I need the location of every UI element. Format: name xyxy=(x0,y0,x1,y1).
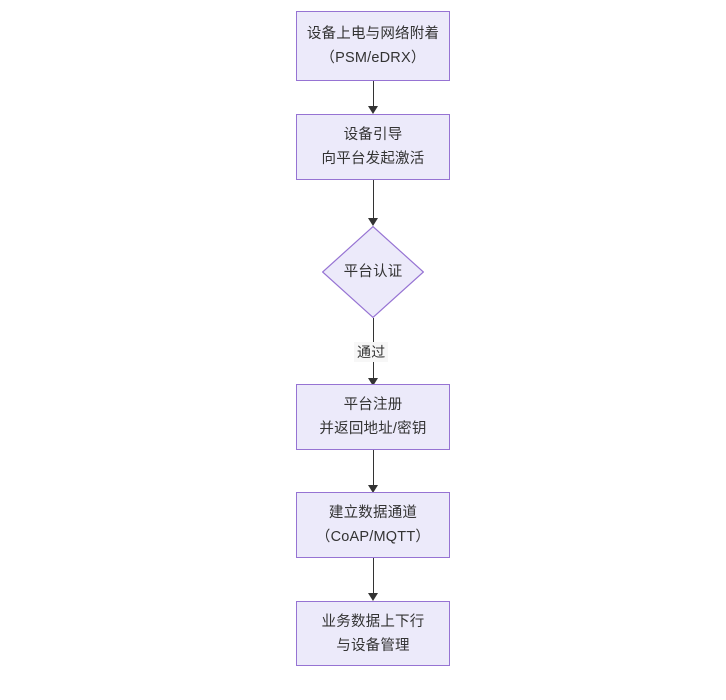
diamond-shape xyxy=(322,226,424,318)
edge-label-pass: 通过 xyxy=(354,342,389,362)
node-data-channel[interactable]: 建立数据通道 （CoAP/MQTT） xyxy=(296,492,450,558)
node-service-data[interactable]: 业务数据上下行 与设备管理 xyxy=(296,601,450,666)
node-service-data-line1: 业务数据上下行 xyxy=(321,613,425,630)
node-platform-register-line2: 并返回地址/密钥 xyxy=(319,421,427,437)
node-platform-auth[interactable]: 平台认证 xyxy=(322,226,424,318)
node-data-channel-line1: 建立数据通道 xyxy=(328,505,418,521)
node-platform-register[interactable]: 平台注册 并返回地址/密钥 xyxy=(296,384,450,450)
node-data-channel-line2: （CoAP/MQTT） xyxy=(315,529,431,545)
edge-bootstrap-to-platform-auth xyxy=(373,180,374,218)
arrowhead-register-to-data-channel xyxy=(368,485,378,493)
node-service-data-line2: 与设备管理 xyxy=(336,637,410,654)
node-power-on[interactable]: 设备上电与网络附着 （PSM/eDRX） xyxy=(296,11,450,81)
edge-register-to-data-channel xyxy=(373,450,374,486)
edge-data-channel-to-service-data xyxy=(373,558,374,594)
edge-power-on-to-bootstrap xyxy=(373,81,374,107)
node-platform-register-line1: 平台注册 xyxy=(343,397,403,413)
node-bootstrap-line2: 向平台发起激活 xyxy=(321,151,425,167)
node-power-on-line1: 设备上电与网络附着 xyxy=(306,26,440,42)
node-bootstrap-line1: 设备引导 xyxy=(343,127,403,143)
arrowhead-power-on-to-bootstrap xyxy=(368,106,378,114)
node-bootstrap[interactable]: 设备引导 向平台发起激活 xyxy=(296,114,450,180)
node-platform-auth-label: 平台认证 xyxy=(343,264,403,280)
arrowhead-platform-auth-to-register xyxy=(368,378,378,386)
node-power-on-line2: （PSM/eDRX） xyxy=(320,50,426,66)
arrowhead-data-channel-to-service-data xyxy=(368,593,378,601)
arrowhead-bootstrap-to-platform-auth xyxy=(368,218,378,226)
